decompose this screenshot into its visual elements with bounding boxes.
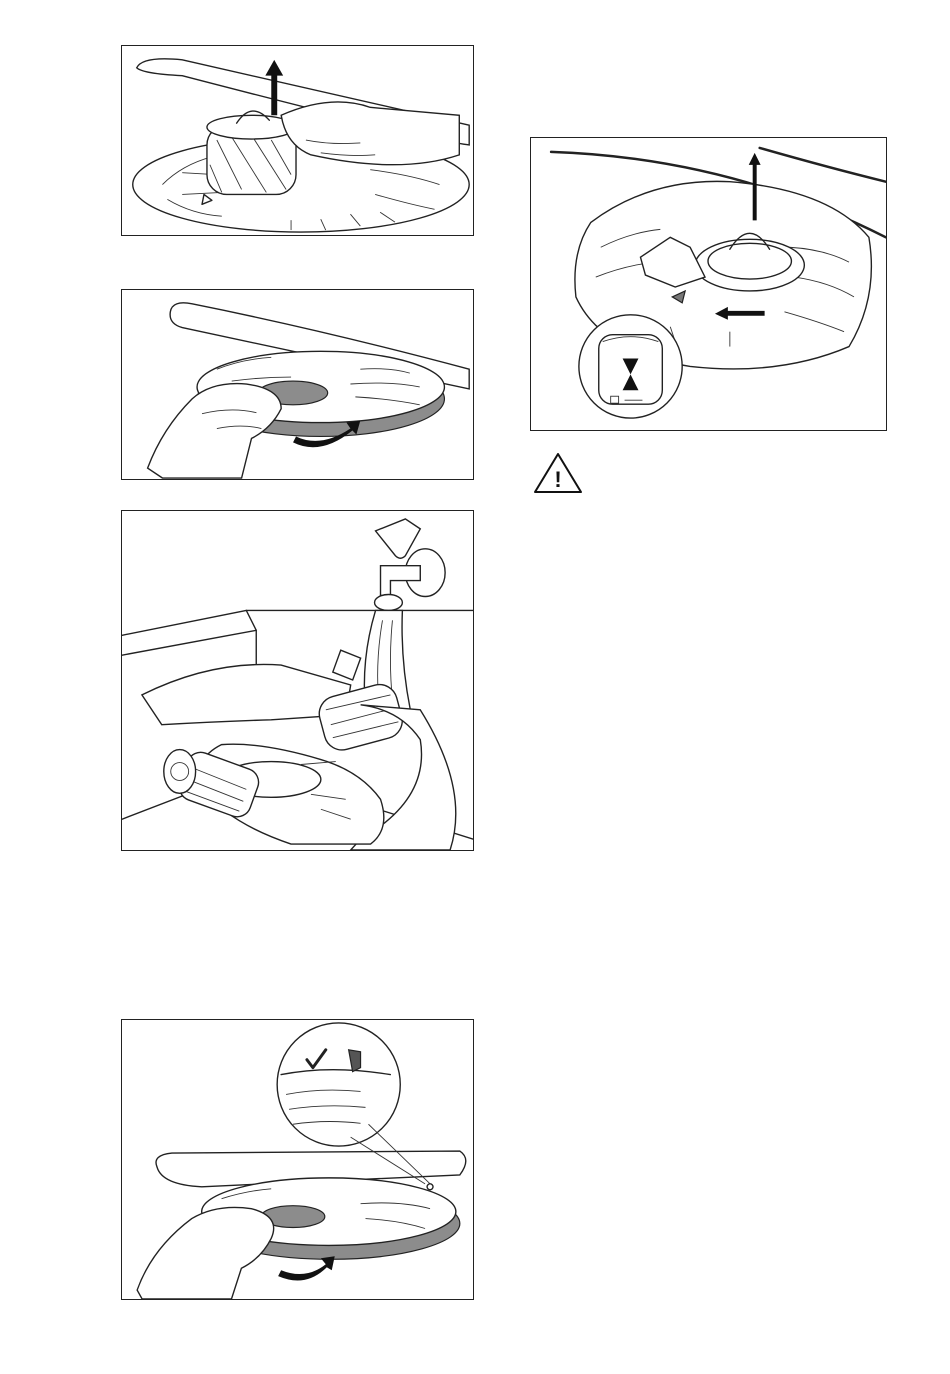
filter-removal-illustration [122,46,473,235]
filter-rinse-figure [121,510,474,851]
flat-filter-rotation-figure [121,289,474,480]
filter-rinse-illustration [122,511,473,850]
filter-lock-illustration [531,138,886,430]
warning-glyph: ! [554,467,561,492]
flat-filter-refit-figure [121,1019,474,1300]
filter-lock-figure [530,137,887,431]
filter-removal-figure [121,45,474,236]
warning-triangle-icon: ! [533,451,583,495]
flat-filter-refit-illustration [122,1020,473,1299]
flat-filter-rotation-illustration [122,290,473,479]
